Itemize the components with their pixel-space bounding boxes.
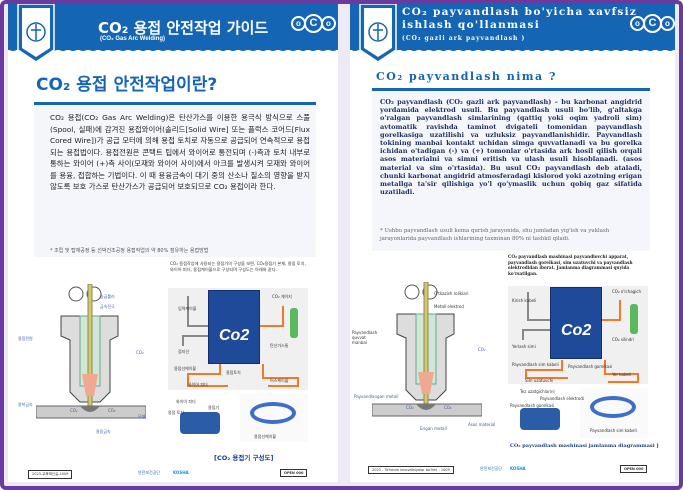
machine-label: Kirish kabeli xyxy=(512,298,537,303)
footnote: * Ushbu payvandlash usuli kema qurish ja… xyxy=(380,228,610,242)
header-wave xyxy=(8,46,338,51)
footer-code: 2023-교육혁신실-1009 xyxy=(28,470,73,479)
machine-label: 탄산가스통 xyxy=(270,343,289,348)
co2-welding-machine: Co2 xyxy=(208,290,260,364)
body-text-box xyxy=(372,91,650,251)
torch-label: CO₂ xyxy=(478,347,486,352)
machine-label: 와이어 피더 xyxy=(188,382,208,387)
emblem-shield-icon xyxy=(17,4,55,63)
torch-label: Payvandlangan metall xyxy=(354,394,399,399)
torch-label: 금속전극 xyxy=(100,304,115,309)
machine-label: 어스케이블 xyxy=(270,378,289,383)
torch-label: CO₂ xyxy=(108,408,116,413)
machine-label: CO₂ o'lchagich xyxy=(612,289,642,294)
body-text: CO₂ payvandlash (CO₂ gazli ark payvandla… xyxy=(380,98,642,197)
machine-label: 용접선케이블 xyxy=(174,366,197,371)
machine-label: Payvandlash elektrodi xyxy=(540,396,584,401)
kosha-logo: 안전보건공단 xyxy=(480,466,503,471)
diagram-intro: CO₂ payvandlash mashinasi payvandlovchi … xyxy=(508,254,633,276)
diagram-caption: CO₂ payvandlash mashinasi jamlanma diagr… xyxy=(510,443,659,449)
machine-label: Yer kabeli xyxy=(612,372,632,377)
wire-feeder-photo xyxy=(168,394,238,442)
header-subtitle: (CO₂ Gas Arc Welding) xyxy=(100,36,166,42)
torch-label: Asos material xyxy=(468,422,496,427)
open-license-badge: OPEN 000 xyxy=(620,465,648,473)
open-license-badge: OPEN 000 xyxy=(280,469,308,477)
diagram-intro: CO₂ 용접작업에 사용되는 용접기의 구성을 보면, CO₂용접기 본체, 용… xyxy=(170,261,306,272)
header-title-line: ishlash qo'llanmasi xyxy=(402,19,541,31)
machine-label: Payvandlash sim kabeli xyxy=(590,428,637,433)
torch-label: 송급롤러 xyxy=(100,294,115,299)
kosha-logo: KOSHA xyxy=(173,470,189,475)
kosha-logo: KOSHA xyxy=(510,466,526,471)
header-title-line: CO₂ payvandlash bo'yicha xavfsiz xyxy=(402,6,638,18)
diagram-caption: [CO₂ 용접기 구성도] xyxy=(214,454,274,462)
heading-rule xyxy=(372,88,650,91)
torch-label: CO₂ xyxy=(70,408,78,413)
footnote: * 조립 및 탑재공정 등 선박건조공정 용접작업의 약 80% 점유하는 용접… xyxy=(50,248,209,254)
machine-label: Sim uzatuvchi xyxy=(525,378,554,383)
torch-label: CO₂ xyxy=(136,350,144,355)
torch-label: 용융금속 xyxy=(96,429,111,434)
cable-photo xyxy=(580,388,648,438)
header-title: CO₂ 용접 안전작업 가이드 xyxy=(98,19,269,37)
header-band xyxy=(8,4,338,50)
header-wave xyxy=(350,46,675,51)
co2-welding-machine: Co2 xyxy=(550,287,602,359)
machine-label: Co2 xyxy=(219,327,250,344)
header-subtitle: (CO₂ gazli ark payvandlash ) xyxy=(402,35,526,42)
machine-label: Co2 xyxy=(561,322,592,339)
machine-label: Yerlash simi xyxy=(512,344,536,349)
machine-label: 용접토치 xyxy=(226,370,241,375)
machine-label: 용접선케이블 xyxy=(254,434,277,439)
header-band xyxy=(350,4,675,50)
machine-label: Tez uzatgichlarini xyxy=(520,389,555,394)
machine-label: 접지선 xyxy=(178,349,190,354)
torch-label: O'tkazish roliklari xyxy=(434,291,469,296)
torch-label: CO₂ xyxy=(406,405,414,410)
machine-label: CO₂ silindri xyxy=(612,337,635,342)
torch-label: CO₂ xyxy=(444,405,452,410)
torch-label: Metall elektrod xyxy=(434,304,464,309)
torch-label: 용접전원 xyxy=(18,336,33,341)
torch-label: 모재 xyxy=(138,414,146,419)
machine-label: Payvandlash gorelkasi xyxy=(510,403,555,408)
wire-feeder-photo xyxy=(508,388,578,438)
section-heading: CO₂ payvandlash nima ? xyxy=(376,70,557,83)
welding-torch-diagram xyxy=(372,282,482,417)
emblem-shield-icon xyxy=(359,4,397,63)
section-heading: CO₂ 용접 안전작업이란? xyxy=(36,75,218,95)
machine-label: 용접 토치 xyxy=(168,410,184,415)
machine-cables xyxy=(522,292,639,383)
torch-label: Payvandlash quvvat manbai xyxy=(352,330,378,345)
machine-label: CO₂ 게이지 xyxy=(272,294,292,299)
body-text-box xyxy=(34,105,316,257)
body-text: CO₂ 용접(CO₂ Gas Arc Welding)은 탄산가스를 이용한 용… xyxy=(50,113,310,191)
torch-label: 용착금속 xyxy=(18,402,33,407)
kosha-logo: 안전보건공단 xyxy=(138,470,161,475)
machine-label: Payvandlash sim kabeli xyxy=(512,362,559,367)
torch-label: Erigan metall xyxy=(420,426,447,431)
machine-label: Payvandlash gorelkasi xyxy=(568,364,613,369)
machine-cables xyxy=(182,296,299,387)
machine-label: 용접기 xyxy=(208,405,220,410)
footer-code: 2023 - Ta'limda innovatsiyalar bo'limi -… xyxy=(368,466,454,474)
welding-torch-diagram xyxy=(36,284,146,419)
machine-label: 입력케이블 xyxy=(178,306,197,311)
heading-rule xyxy=(34,102,316,105)
cable-photo xyxy=(240,394,308,442)
machine-label: 와이어 피더 xyxy=(176,399,196,404)
